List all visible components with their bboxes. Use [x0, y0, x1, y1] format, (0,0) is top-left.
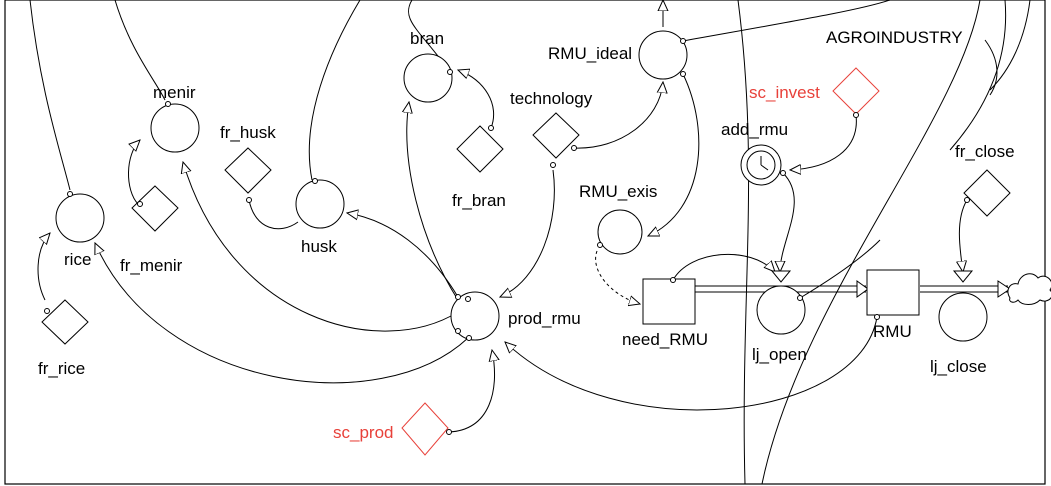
lj-open-flow[interactable]: lj_open [752, 285, 807, 364]
fr-close-label: fr_close [955, 142, 1015, 161]
prod-rmu-auxiliary[interactable]: prod_rmu [450, 291, 581, 341]
rmu-stock[interactable]: RMU [866, 269, 920, 341]
fr-husk-label: fr_husk [220, 123, 276, 142]
canvas-border [4, 0, 1046, 485]
bran-auxiliary[interactable]: bran [403, 29, 453, 103]
rmu-ideal-label: RMU_ideal [548, 44, 632, 63]
fr-close-constant[interactable]: fr_close [955, 142, 1015, 217]
fr-husk-constant[interactable]: fr_husk [220, 123, 276, 203]
husk-label: husk [301, 237, 337, 256]
technology-constant[interactable]: technology [510, 89, 593, 168]
rice-auxiliary[interactable]: rice [55, 191, 105, 270]
rmu-ideal-auxiliary[interactable]: RMU_ideal [548, 30, 688, 80]
technology-label: technology [510, 89, 593, 108]
add-rmu-label: add_rmu [721, 120, 788, 139]
fr-menir-label: fr_menir [120, 256, 183, 275]
sc-prod-constant[interactable]: sc_prod [333, 402, 452, 456]
lj-close-flow[interactable]: lj_close [930, 292, 988, 376]
husk-auxiliary[interactable]: husk [295, 178, 345, 257]
menir-label: menir [153, 83, 196, 102]
rmu-exis-auxiliary[interactable]: RMU_exis [579, 182, 657, 255]
connectors [29, 0, 968, 433]
fr-rice-constant[interactable]: fr_rice [38, 299, 89, 378]
rmu-exis-label: RMU_exis [579, 182, 657, 201]
need-rmu-label: need_RMU [622, 330, 708, 349]
fr-menir-constant[interactable]: fr_menir [120, 185, 183, 275]
rice-label: rice [64, 250, 91, 269]
fr-bran-constant[interactable]: fr_bran [452, 125, 506, 211]
need-rmu-stock[interactable]: need_RMU [622, 277, 708, 350]
fr-bran-label: fr_bran [452, 191, 506, 210]
sector-title: AGROINDUSTRY [826, 28, 963, 47]
sector-boundary-arcs [737, 0, 1031, 485]
add-rmu-auxiliary[interactable]: add_rmu [721, 120, 788, 186]
menir-auxiliary[interactable]: menir [150, 83, 200, 153]
cloud-sink-icon [1007, 273, 1051, 305]
sc-invest-label: sc_invest [749, 83, 820, 102]
lj-close-label: lj_close [930, 357, 987, 376]
lj-open-label: lj_open [752, 345, 807, 364]
fr-rice-label: fr_rice [38, 359, 85, 378]
bran-label: bran [410, 29, 444, 48]
sc-invest-constant[interactable]: sc_invest [749, 67, 880, 118]
prod-rmu-label: prod_rmu [508, 309, 581, 328]
sc-prod-label: sc_prod [333, 423, 393, 442]
rmu-label: RMU [873, 322, 912, 341]
